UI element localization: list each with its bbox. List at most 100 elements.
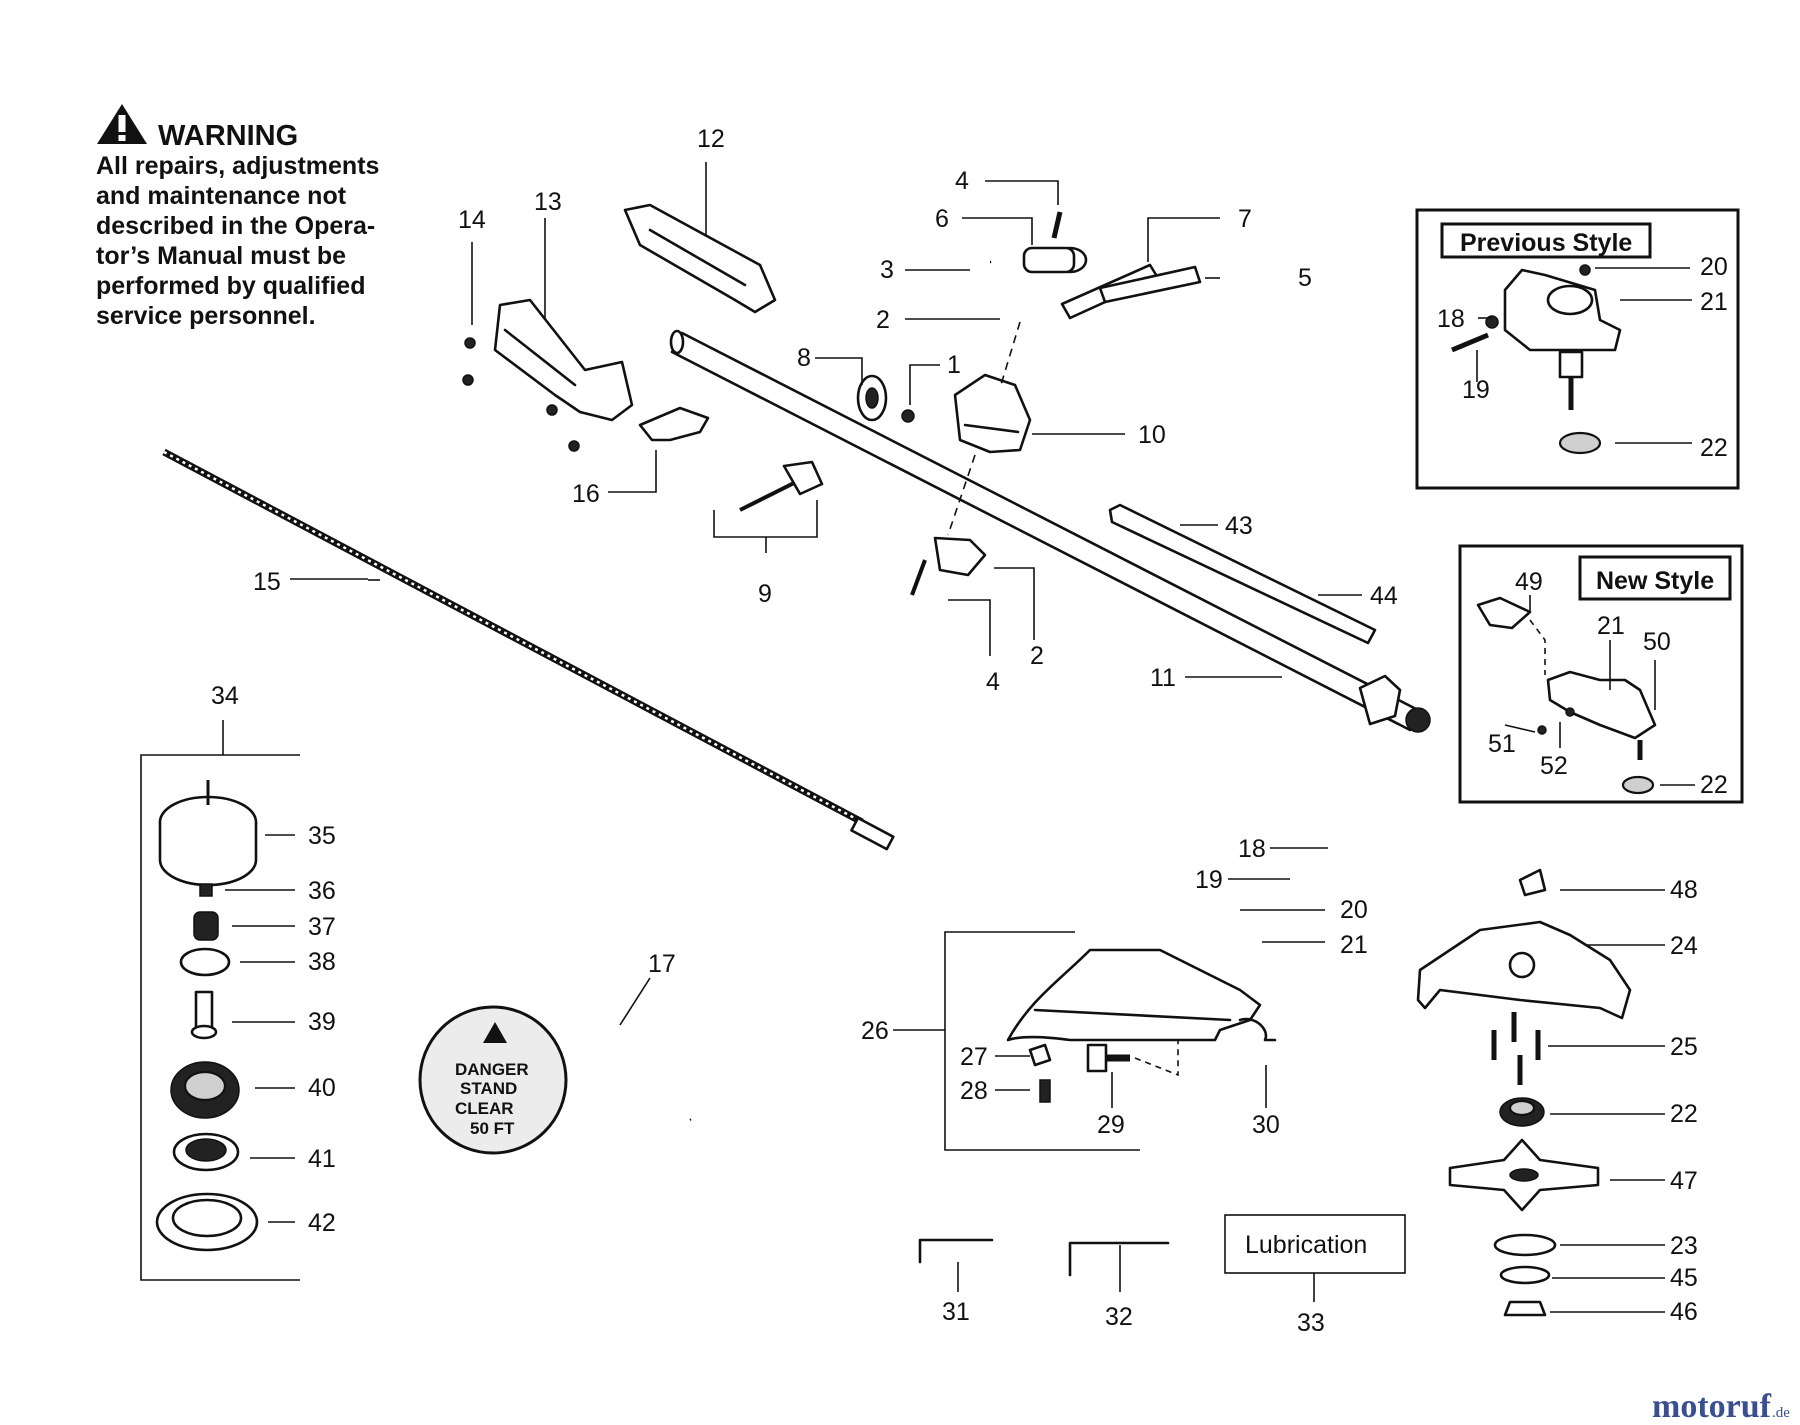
callout-30: 30 [1252, 1111, 1280, 1139]
callout-42: 42 [308, 1209, 336, 1237]
callout-2-bottom: 2 [1030, 642, 1044, 670]
harness-17-part: DANGER STAND CLEAR 50 FT [418, 978, 693, 1194]
callout-3: 3 [880, 256, 894, 284]
callout-16: 16 [572, 480, 600, 508]
callout-prev-20: 20 [1700, 253, 1728, 281]
callout-36: 36 [308, 877, 336, 905]
warning-line-2: and maintenance not [96, 182, 347, 210]
washer-45-part [1499, 1265, 1551, 1285]
clip-27-part [1028, 1043, 1052, 1067]
callout-34: 34 [211, 682, 239, 710]
danger-triangle-icon [483, 1022, 507, 1043]
screw-28-part [1039, 1079, 1051, 1103]
callout-25: 25 [1670, 1033, 1698, 1061]
warning-line-3: described in the Opera- [96, 212, 375, 240]
callout-8: 8 [797, 344, 811, 372]
callout-41: 41 [308, 1145, 336, 1173]
callout-blade-22: 22 [1670, 1100, 1698, 1128]
warning-block: WARNING All repairs, adjustments and mai… [96, 104, 379, 330]
bolt-29-part [1086, 1043, 1130, 1073]
new-style-title: New Style [1596, 567, 1714, 595]
danger-line-1: DANGER [455, 1060, 529, 1079]
tools: Lubrication [918, 1214, 1406, 1277]
callout-prev-18: 18 [1437, 305, 1465, 333]
callout-prev-22: 22 [1700, 434, 1728, 462]
callout-guard-21: 21 [1340, 931, 1368, 959]
lower-clamp-part [910, 536, 987, 596]
housing-41-part [172, 1132, 240, 1172]
callout-guard-19: 19 [1195, 866, 1223, 894]
spring-37-part [193, 911, 219, 941]
previous-style-box: Previous Style [1415, 208, 1740, 490]
warning-line-5: performed by qualified [96, 272, 365, 300]
callout-38: 38 [308, 948, 336, 976]
screws-25-part [1491, 1012, 1541, 1085]
callout-prev-19: 19 [1462, 376, 1490, 404]
callout-48: 48 [1670, 876, 1698, 904]
callout-49: 49 [1515, 568, 1543, 596]
callout-32: 32 [1105, 1303, 1133, 1331]
callout-43: 43 [1225, 512, 1253, 540]
warning-line-4: tor’s Manual must be [96, 242, 346, 270]
callout-46: 46 [1670, 1298, 1698, 1326]
blade-47-part [1448, 1138, 1600, 1212]
callout-new-22: 22 [1700, 771, 1728, 799]
callout-10: 10 [1138, 421, 1166, 449]
handle-cover-part [623, 203, 777, 314]
drive-shaft-housing-part [669, 329, 1431, 733]
callout-12: 12 [697, 125, 725, 153]
bolt-39-part [190, 990, 218, 1040]
callout-47: 47 [1670, 1167, 1698, 1195]
callout-2-top: 2 [876, 306, 890, 334]
callout-guard-20: 20 [1340, 896, 1368, 924]
warning-title: WARNING [158, 120, 298, 152]
watermark-brand: motoruf [1652, 1388, 1772, 1425]
cup-22-part [1499, 1097, 1545, 1127]
danger-line-2: STAND [460, 1079, 517, 1098]
hex-key-32-part [1068, 1241, 1170, 1277]
warning-triangle-icon [97, 104, 147, 144]
callout-39: 39 [308, 1008, 336, 1036]
washer-23-part [1493, 1233, 1557, 1257]
callouts: 12 13 14 16 15 9 8 1 4 6 3 2 7 5 10 43 4… [211, 125, 1728, 1337]
lubrication-label: Lubrication [1245, 1231, 1367, 1259]
callout-33: 33 [1297, 1309, 1325, 1337]
callout-51: 51 [1488, 730, 1516, 758]
watermark-tld: .de [1772, 1405, 1790, 1421]
hex-key-31-part [918, 1238, 994, 1264]
callout-44: 44 [1370, 582, 1398, 610]
danger-line-4: 50 FT [470, 1119, 515, 1138]
callout-guard-18: 18 [1238, 835, 1266, 863]
knob-9-part [739, 460, 824, 512]
shield-strip-part [1108, 503, 1377, 645]
wingnut-30-part [1238, 1017, 1277, 1042]
callout-31: 31 [942, 1298, 970, 1326]
callout-37: 37 [308, 913, 336, 941]
callout-9: 9 [758, 580, 772, 608]
clamp-8-part [856, 374, 888, 422]
trigger-part [638, 406, 710, 442]
blade-assembly [1416, 868, 1632, 1317]
upper-assembly [162, 203, 1431, 851]
nut-48-part [1518, 868, 1547, 897]
callout-4-top: 4 [955, 167, 969, 195]
callout-1: 1 [947, 351, 961, 379]
callout-6: 6 [935, 205, 949, 233]
callout-17: 17 [648, 950, 676, 978]
callout-29: 29 [1097, 1111, 1125, 1139]
callout-15: 15 [253, 568, 281, 596]
callout-28: 28 [960, 1077, 988, 1105]
callout-24: 24 [1670, 932, 1698, 960]
callout-27: 27 [960, 1043, 988, 1071]
danger-line-3: CLEAR [455, 1099, 514, 1118]
guard-assembly [944, 931, 1277, 1151]
gearhead-new-part [1476, 596, 1657, 795]
guard-26-part [1006, 948, 1262, 1042]
shield-24-part [1416, 920, 1632, 1020]
callout-35: 35 [308, 822, 336, 850]
callout-7: 7 [1238, 205, 1252, 233]
rear-handle-part [493, 298, 634, 422]
ring-42-part [155, 1192, 259, 1252]
screws-14-part [462, 337, 580, 452]
